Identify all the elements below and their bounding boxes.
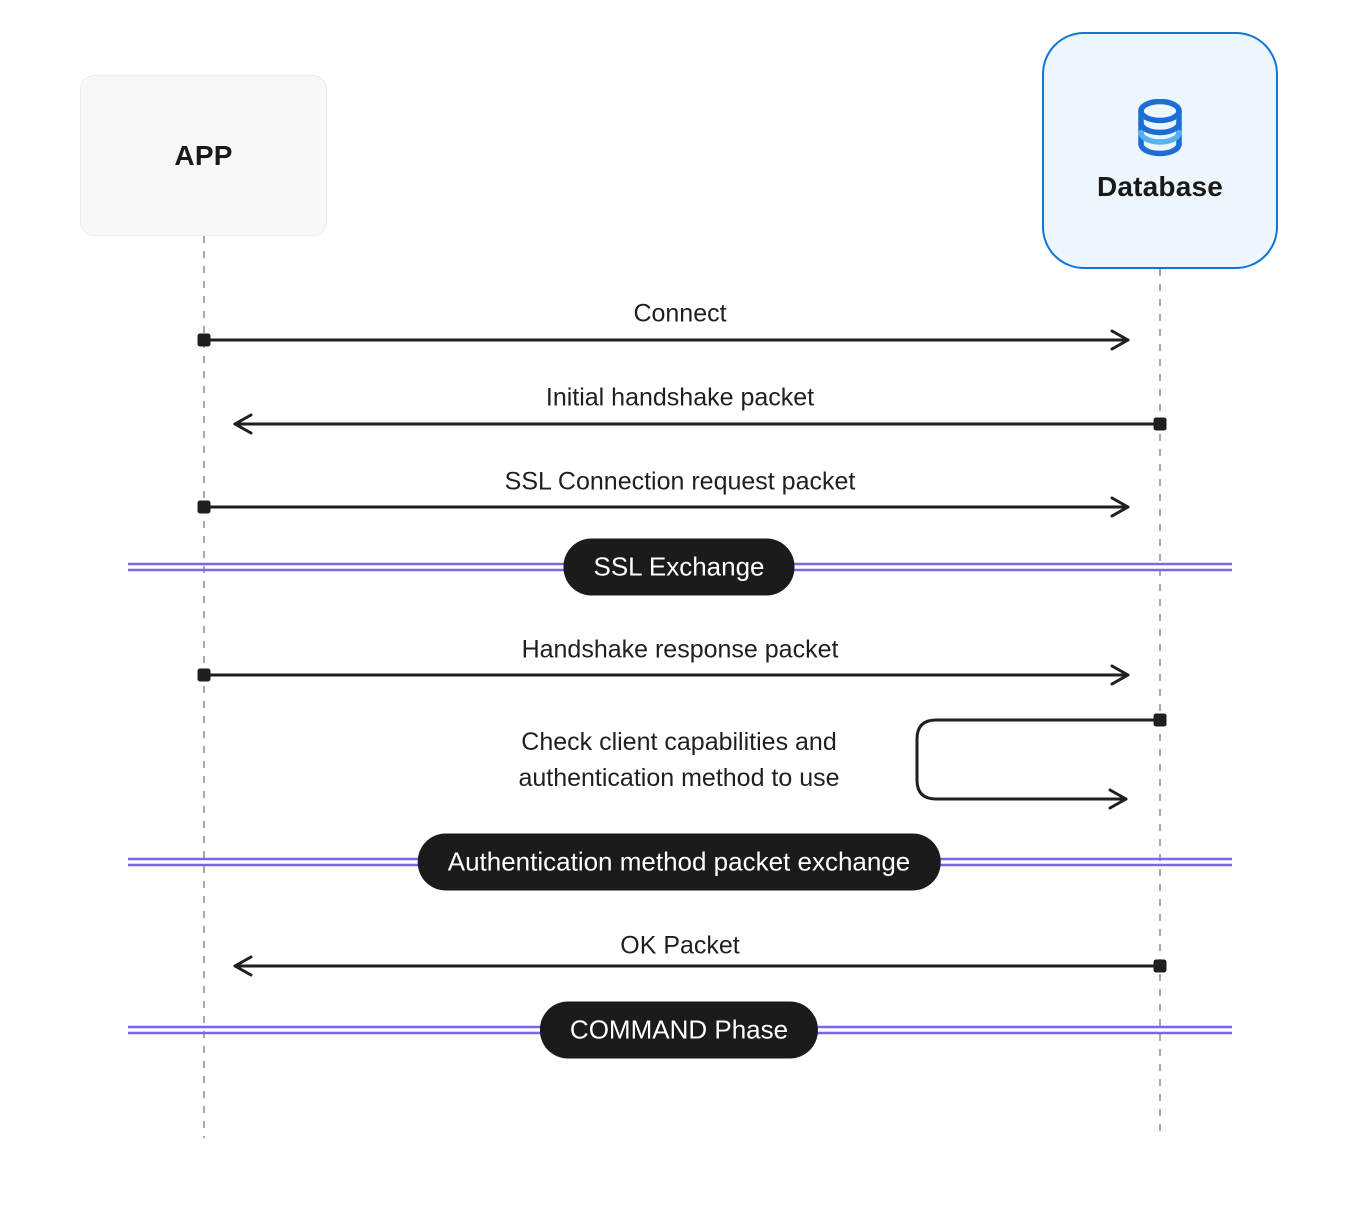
actor-app-box: APP xyxy=(80,75,327,236)
database-icon xyxy=(1138,98,1182,156)
arrow-connect xyxy=(197,329,1130,351)
arrow-initial-handshake xyxy=(233,413,1167,435)
phase-pill-ssl-exchange: SSL Exchange xyxy=(563,538,795,596)
message-label-check-capabilities-line1: Check client capabilities and xyxy=(521,728,837,756)
arrow-ok-packet xyxy=(233,955,1167,977)
message-label-handshake-response: Handshake response packet xyxy=(521,635,839,664)
message-label-ok-packet: OK Packet xyxy=(620,931,740,960)
arrow-handshake-response xyxy=(197,664,1130,686)
arrow-self-check-capabilities xyxy=(915,713,1167,810)
actor-app-label: APP xyxy=(174,139,233,171)
phase-pill-authentication: Authentication method packet exchange xyxy=(417,833,941,891)
message-label-check-capabilities: Check client capabilities and authentica… xyxy=(518,724,839,796)
message-label-initial-handshake: Initial handshake packet xyxy=(545,383,815,412)
actor-database-label: Database xyxy=(1096,170,1224,202)
phase-pill-command: COMMAND Phase xyxy=(539,1001,819,1059)
message-label-check-capabilities-line2: authentication method to use xyxy=(518,764,840,792)
message-label-ssl-request: SSL Connection request packet xyxy=(504,467,856,496)
arrow-ssl-request xyxy=(197,496,1130,518)
message-label-connect: Connect xyxy=(633,299,727,328)
actor-database-box: Database xyxy=(1042,32,1278,269)
